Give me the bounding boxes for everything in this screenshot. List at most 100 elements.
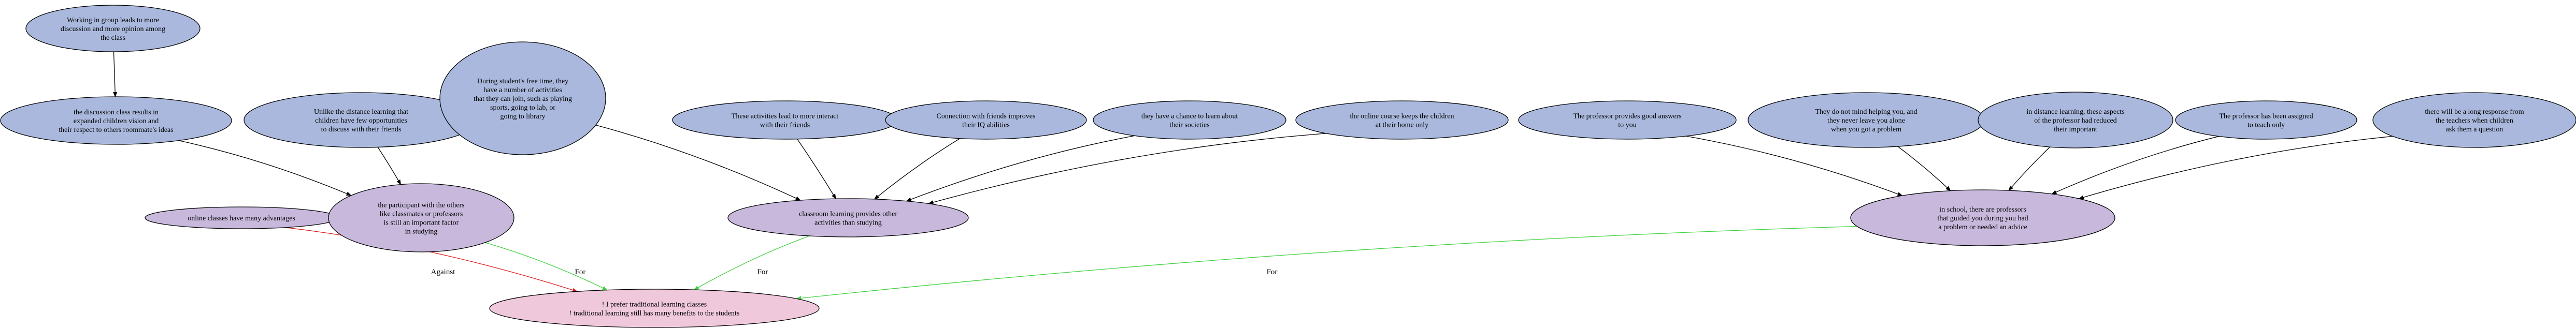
node-text-line: ! I prefer traditional learning classes xyxy=(602,301,707,309)
nodes-layer: Working in group leads to morediscussion… xyxy=(0,5,2576,328)
edge-n10-to-n17 xyxy=(1897,146,1951,191)
premise-node-shape xyxy=(0,96,232,145)
edge-n8-to-n16 xyxy=(928,133,1326,204)
node-text-line: their respect to others roommate's ideas xyxy=(59,126,173,134)
edge-n7-to-n16 xyxy=(906,135,1135,202)
node-text-line: the teachers when children xyxy=(2436,117,2513,125)
node-text-line: They do not mind helping you, and xyxy=(1815,108,1917,116)
edge-n16-to-n18 xyxy=(693,235,810,290)
intermediate-node-shape xyxy=(328,183,514,252)
edge-n9-to-n17 xyxy=(1686,136,1903,196)
node-text-line: their important xyxy=(2054,126,2097,133)
node-text-line: ask them a question xyxy=(2446,126,2503,133)
premise-node-shape xyxy=(1518,100,1737,140)
node-text-line: During student's free time, they xyxy=(477,78,568,85)
premise-node-shape xyxy=(1093,100,1286,140)
node-text-line: discussion and more opinion among xyxy=(61,25,165,33)
premise-node-shape xyxy=(25,5,201,52)
node-text-line: Connection with friends improves xyxy=(937,113,1036,121)
edge-n6-to-n16 xyxy=(874,138,961,200)
node-text-line: have a number of activities xyxy=(483,86,562,94)
node-text-line: the participant with the others xyxy=(378,202,464,210)
edge-label-for: For xyxy=(757,268,768,276)
node-text-line: going to library xyxy=(500,113,545,121)
node-text-line: that they can join, such as playing xyxy=(474,95,572,103)
premise-node-shape xyxy=(2372,92,2576,148)
intermediate-node: classroom learning provides otheractivit… xyxy=(727,198,969,237)
node-text-line: that guided you during you had xyxy=(1937,215,2028,222)
premise-node-shape xyxy=(1978,92,2173,148)
node-text-line: to you xyxy=(1618,122,1636,129)
node-text-line: to teach only xyxy=(2248,122,2285,129)
node-text-line: with their friends xyxy=(760,122,810,129)
intermediate-node-shape xyxy=(1850,189,2115,246)
node-text-line: the class xyxy=(101,34,125,42)
node-text-line: when you got a problem xyxy=(1831,126,1901,133)
edges-layer: Against For For For xyxy=(113,51,2393,301)
premise-node: Working in group leads to morediscussion… xyxy=(25,5,201,52)
node-text-line: in distance learning, these aspects xyxy=(2026,108,2124,116)
node-text-line: their IQ abilities xyxy=(962,122,1010,129)
node-text-line: classroom learning provides other xyxy=(799,211,897,218)
edge-n12-to-n17 xyxy=(2051,136,2219,195)
edge-label-against: Against xyxy=(431,268,455,276)
node-text-line: These activities lead to more interact xyxy=(732,113,839,121)
edge-n5-to-n16 xyxy=(797,139,836,200)
node-text-line: The professor has been assigned xyxy=(2219,113,2313,121)
node-text-line: sports, going to lab, or xyxy=(490,104,555,112)
node-text-line: ! traditional learning still has many be… xyxy=(569,310,740,318)
node-text-line: in school, there are professors xyxy=(1939,206,2026,214)
edge-n2-to-n15 xyxy=(178,140,352,196)
edge-label-for: For xyxy=(575,268,586,276)
intermediate-node: online classes have many advantages xyxy=(145,206,338,229)
edge-label-for: For xyxy=(1267,268,1278,276)
node-text-line: in studying xyxy=(405,228,438,236)
node-text-line: online classes have many advantages xyxy=(188,215,295,222)
node-text-line: Unlike the distance learning that xyxy=(314,108,408,116)
edge-n3-to-n15 xyxy=(377,147,402,185)
edge-n15-to-n18 xyxy=(484,242,608,291)
premise-node: These activities lead to more interactwi… xyxy=(672,100,898,140)
node-text-line: activities than studying xyxy=(814,219,882,227)
node-text-line: children have few opportunities xyxy=(315,117,407,125)
node-text-line: to discuss with their friends xyxy=(321,126,402,133)
premise-node-shape xyxy=(1295,100,1509,140)
node-text-line: their societies xyxy=(1169,122,1209,129)
node-text-line: Working in group leads to more xyxy=(67,17,159,24)
premise-node-shape xyxy=(2175,100,2357,140)
conclusion-node: ! I prefer traditional learning classes!… xyxy=(489,289,820,328)
node-text-line: is still an important factor xyxy=(384,219,459,227)
edge-n11-to-n17 xyxy=(2008,146,2051,191)
edge-n17-to-n18 xyxy=(796,226,1857,301)
node-text-line: there will be a long response from xyxy=(2425,108,2524,116)
edge-n14-to-n18 xyxy=(285,227,578,292)
node-text-line: at their home only xyxy=(1376,122,1428,129)
premise-node: Unlike the distance learning thatchildre… xyxy=(244,92,479,148)
conclusion-node-shape xyxy=(489,289,820,328)
node-text-line: the online course keeps the children xyxy=(1350,113,1454,121)
node-text-line: a problem or needed an advice xyxy=(1938,223,2027,231)
edge-n1-to-n2 xyxy=(113,51,118,98)
node-text-line: like classmates or professors xyxy=(380,211,463,218)
intermediate-node-shape xyxy=(727,198,969,237)
edge-n4-to-n16 xyxy=(595,125,801,201)
premise-node-shape xyxy=(439,41,606,155)
node-text-line: of the professor had reduced xyxy=(2034,117,2116,125)
edge-n13-to-n17 xyxy=(2078,136,2393,200)
node-text-line: they have a chance to learn about xyxy=(1141,113,1238,121)
node-text-line: The professor provides good answers xyxy=(1573,113,1681,121)
premise-node: the discussion class results inexpanded … xyxy=(0,96,232,145)
node-text-line: expanded children vision and xyxy=(74,117,159,125)
